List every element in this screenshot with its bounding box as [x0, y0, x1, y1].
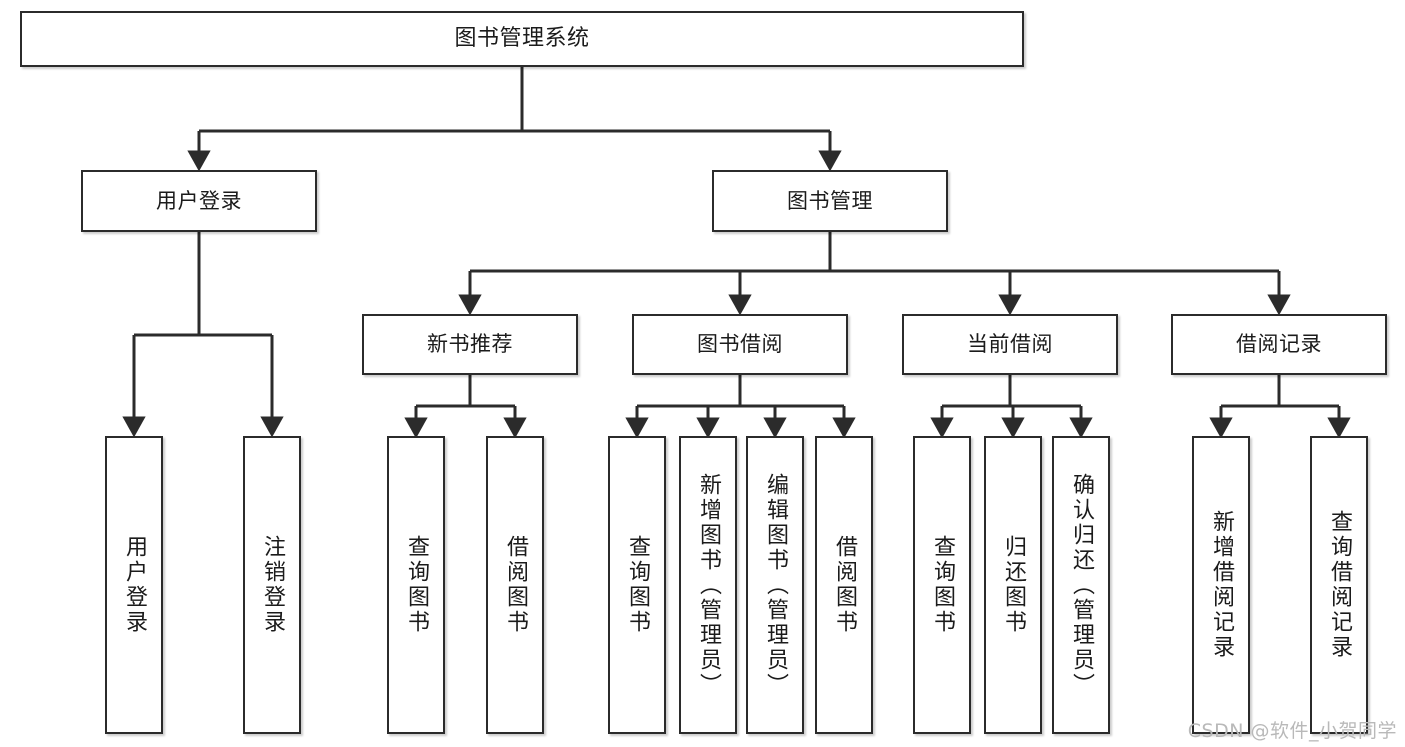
node-user-login[interactable]: 用户登录 [81, 170, 317, 232]
node-borrow-record-label: 借阅记录 [1236, 332, 1322, 357]
node-new-book-recommend-label: 新书推荐 [427, 332, 513, 357]
node-leaf-query-book-3[interactable]: 查询图书 [913, 436, 971, 734]
node-leaf-query-book-1-label: 查询图书 [403, 535, 429, 635]
node-leaf-return-book[interactable]: 归还图书 [984, 436, 1042, 734]
node-leaf-query-book-2-label: 查询图书 [624, 535, 650, 635]
watermark: CSDN @软件_小贺同学 [1187, 720, 1397, 742]
node-leaf-edit-book[interactable]: 编辑图书（管理员） [746, 436, 804, 734]
node-leaf-query-book-2[interactable]: 查询图书 [608, 436, 666, 734]
node-root[interactable]: 图书管理系统 [20, 11, 1024, 67]
node-leaf-query-record-label: 查询借阅记录 [1326, 510, 1352, 660]
node-root-label: 图书管理系统 [454, 26, 590, 52]
node-new-book-recommend[interactable]: 新书推荐 [362, 314, 578, 375]
node-leaf-borrow-book-1[interactable]: 借阅图书 [486, 436, 544, 734]
node-leaf-borrow-book-2-label: 借阅图书 [831, 535, 857, 635]
node-leaf-confirm-return-label: 确认归还（管理员） [1068, 472, 1094, 698]
node-leaf-query-record[interactable]: 查询借阅记录 [1310, 436, 1368, 734]
node-book-management[interactable]: 图书管理 [712, 170, 948, 232]
node-leaf-logout-label: 注销登录 [259, 535, 285, 635]
node-leaf-add-book-label: 新增图书（管理员） [695, 472, 721, 698]
node-leaf-query-book-1[interactable]: 查询图书 [387, 436, 445, 734]
node-leaf-user-login[interactable]: 用户登录 [105, 436, 163, 734]
node-current-borrow[interactable]: 当前借阅 [902, 314, 1118, 375]
node-current-borrow-label: 当前借阅 [967, 332, 1053, 357]
node-leaf-add-book[interactable]: 新增图书（管理员） [679, 436, 737, 734]
node-book-management-label: 图书管理 [787, 188, 873, 213]
node-leaf-edit-book-label: 编辑图书（管理员） [762, 472, 788, 698]
node-leaf-add-record-label: 新增借阅记录 [1208, 510, 1234, 660]
node-leaf-query-book-3-label: 查询图书 [929, 535, 955, 635]
node-leaf-return-book-label: 归还图书 [1000, 535, 1026, 635]
node-leaf-borrow-book-1-label: 借阅图书 [502, 535, 528, 635]
node-leaf-borrow-book-2[interactable]: 借阅图书 [815, 436, 873, 734]
node-user-login-label: 用户登录 [156, 188, 242, 213]
node-book-borrow-label: 图书借阅 [697, 332, 783, 357]
node-leaf-user-login-label: 用户登录 [121, 535, 147, 635]
node-book-borrow[interactable]: 图书借阅 [632, 314, 848, 375]
node-leaf-logout[interactable]: 注销登录 [243, 436, 301, 734]
node-borrow-record[interactable]: 借阅记录 [1171, 314, 1387, 375]
node-leaf-confirm-return[interactable]: 确认归还（管理员） [1052, 436, 1110, 734]
node-leaf-add-record[interactable]: 新增借阅记录 [1192, 436, 1250, 734]
